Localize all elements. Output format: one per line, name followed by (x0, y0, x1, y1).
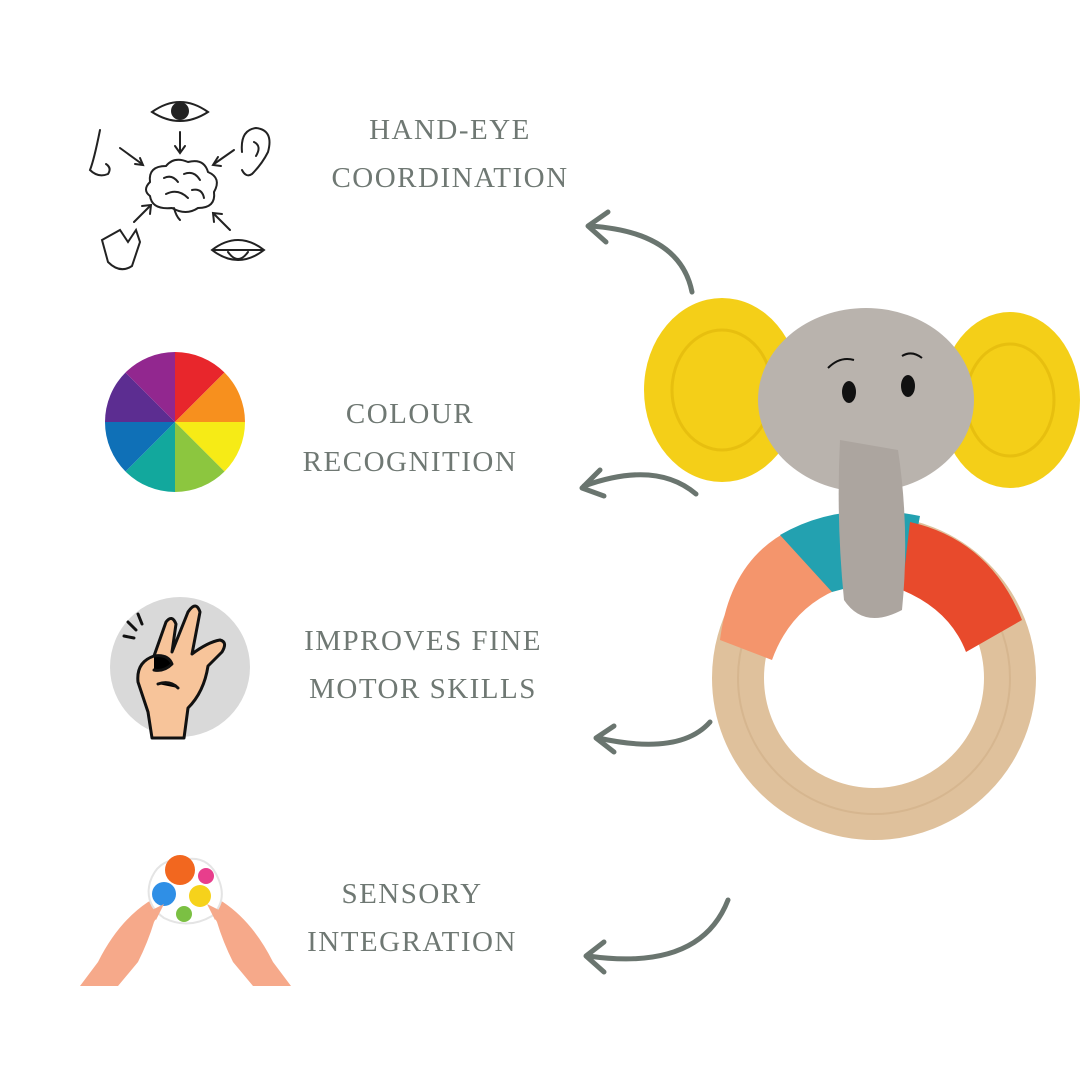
senses-brain-icon (88, 101, 271, 271)
pop-fidget-toy-icon (80, 855, 291, 986)
right-eye (901, 375, 915, 397)
benefit-line: MOTOR SKILLS (309, 673, 537, 705)
elephant-rattle-toy (644, 298, 1080, 840)
benefit-line: RECOGNITION (302, 446, 518, 478)
arrow-to-colour (579, 467, 699, 499)
benefit-label-hand-eye: HAND-EYE COORDINATION (300, 106, 600, 202)
ring-cover-right (902, 522, 1022, 652)
benefit-label-fine-motor: IMPROVES FINE MOTOR SKILLS (278, 617, 568, 713)
benefit-line: COLOUR (345, 398, 475, 430)
color-wheel-icon (105, 352, 245, 492)
benefit-label-sensory: SENSORY INTEGRATION (272, 870, 552, 966)
hand-gesture-icon (110, 597, 250, 740)
benefit-label-colour: COLOUR RECOGNITION (270, 390, 550, 486)
right-ear (940, 312, 1080, 488)
arrow-to-fine-motor (593, 719, 713, 755)
benefit-line: SENSORY (341, 878, 483, 910)
left-eye (842, 381, 856, 403)
benefit-line: COORDINATION (331, 162, 569, 194)
benefit-line: INTEGRATION (307, 926, 517, 958)
benefit-line: IMPROVES FINE (304, 625, 542, 657)
elephant-trunk (838, 440, 906, 618)
left-ear (644, 298, 800, 482)
elephant-head (758, 308, 974, 492)
arrow-to-sensory (583, 897, 731, 975)
arrow-to-hand-eye (585, 209, 695, 295)
benefit-line: HAND-EYE (369, 114, 531, 146)
